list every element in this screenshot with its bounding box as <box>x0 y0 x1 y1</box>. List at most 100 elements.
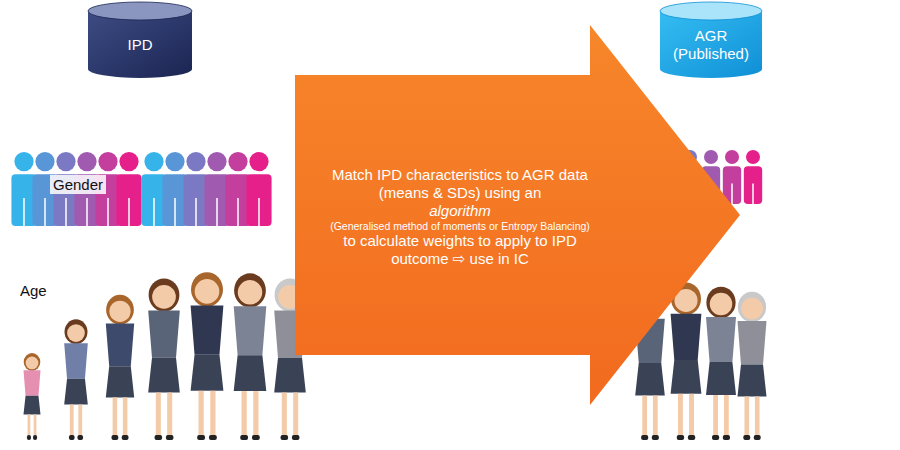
shoe <box>743 435 750 440</box>
leg <box>34 415 37 437</box>
skirt <box>24 396 41 415</box>
leg <box>156 393 161 436</box>
skirt <box>148 358 180 393</box>
shoe <box>122 435 129 440</box>
woman-figure <box>738 292 767 440</box>
person-head <box>228 152 247 171</box>
shoe <box>240 435 248 440</box>
person-head <box>704 150 718 164</box>
head <box>195 279 220 304</box>
leg <box>689 394 694 436</box>
node-text: algorithm <box>429 202 491 220</box>
person-head <box>144 152 163 171</box>
label-holder: Gender <box>50 176 106 194</box>
person-head <box>207 152 226 171</box>
leg <box>70 405 74 436</box>
skirt <box>671 360 702 394</box>
person-body <box>246 174 271 226</box>
person-body <box>744 166 762 204</box>
leg-gap <box>44 198 46 226</box>
head <box>152 285 176 309</box>
shoe <box>197 435 205 440</box>
leg <box>210 391 215 436</box>
head <box>741 298 763 320</box>
person-head <box>98 152 117 171</box>
leg <box>724 395 729 436</box>
shoe <box>281 435 289 440</box>
person-icon <box>246 152 271 226</box>
woman-figure <box>24 353 41 440</box>
shoe <box>209 435 217 440</box>
person-head <box>35 152 54 171</box>
node-text: (Generalised method of moments or Entrop… <box>330 220 590 233</box>
person-head <box>249 152 268 171</box>
cylinder-top <box>88 2 192 20</box>
leg <box>242 391 247 436</box>
jacket <box>191 306 224 355</box>
leg-gap <box>731 183 733 204</box>
shoe <box>641 435 648 440</box>
person-head <box>77 152 96 171</box>
text-block: AGR (Published) <box>660 27 762 63</box>
group-label: Gender <box>50 175 106 194</box>
person-head <box>14 152 33 171</box>
leg <box>113 397 118 436</box>
leg <box>744 397 749 437</box>
leg-gap <box>258 198 260 226</box>
leg-gap <box>174 198 176 226</box>
leg <box>198 391 203 436</box>
head <box>238 280 262 304</box>
hair <box>706 287 735 319</box>
shoe <box>252 435 260 440</box>
hair <box>64 319 87 344</box>
leg <box>755 397 760 437</box>
leg <box>78 405 82 436</box>
hair <box>191 272 223 306</box>
node-text: AGR (Published) <box>669 27 753 63</box>
hair <box>106 295 134 325</box>
shoe <box>33 435 37 440</box>
process-arrow: Match IPD characteristics to AGR data (m… <box>295 25 740 405</box>
cylinder-body <box>660 11 762 78</box>
shoe <box>111 435 118 440</box>
jacket <box>64 343 88 378</box>
cylinder-body <box>88 11 192 78</box>
person-icon <box>744 150 762 204</box>
woman-figure <box>148 278 180 440</box>
skirt <box>635 363 665 396</box>
shoe <box>754 435 761 440</box>
person-head <box>186 152 205 171</box>
person-icon <box>116 152 141 226</box>
cylinder-top <box>660 2 762 20</box>
jacket <box>148 310 180 357</box>
jacket <box>106 324 134 367</box>
shoe <box>77 435 83 440</box>
shoe <box>688 435 695 440</box>
skirt <box>234 355 267 391</box>
head <box>109 301 130 322</box>
jacket <box>671 314 702 360</box>
arrow-outline <box>295 25 740 405</box>
person-body <box>116 174 141 226</box>
node-text: to calculate weights to apply to IPD out… <box>315 232 605 268</box>
leg <box>293 393 298 436</box>
woman-figure <box>706 287 736 440</box>
database-cylinder: AGR (Published) <box>660 2 762 78</box>
person-head <box>165 152 184 171</box>
leg-gap <box>65 198 67 226</box>
leg <box>28 415 31 437</box>
shoe <box>677 435 684 440</box>
node-text: IPD <box>127 36 152 54</box>
skirt <box>274 358 306 393</box>
gender-icons <box>11 152 141 226</box>
leg-gap <box>237 198 239 226</box>
leg <box>713 395 718 436</box>
hair <box>738 292 766 322</box>
shoe <box>27 435 31 440</box>
hair <box>24 353 41 371</box>
text-block: Match IPD characteristics to AGR data (m… <box>300 117 620 317</box>
node-text: Match IPD characteristics to AGR data (m… <box>329 166 591 202</box>
leg-gap <box>195 198 197 226</box>
leg-gap <box>153 198 155 226</box>
